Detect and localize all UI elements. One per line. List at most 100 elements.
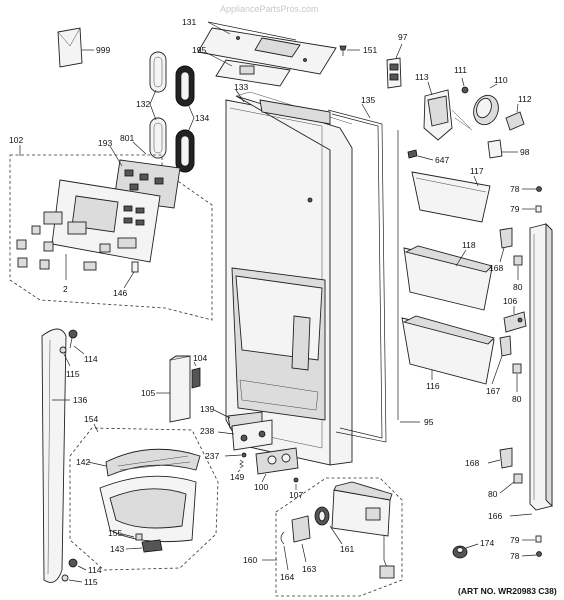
label-111: 111 [454, 65, 467, 75]
label-80-top: 80 [513, 282, 523, 292]
cover-100 [255, 447, 299, 483]
trim-132 [149, 51, 167, 159]
label-166: 166 [488, 511, 502, 521]
plug-79-bottom [522, 535, 542, 543]
door-bin-117 [411, 171, 491, 223]
screw-237 [224, 452, 247, 458]
label-100: 100 [254, 482, 268, 492]
clip-111 [461, 77, 469, 94]
button-caps [16, 211, 111, 280]
door-bin-118 [403, 245, 493, 311]
switch-104 [191, 361, 201, 389]
art-number: (ART NO. WR20983 C38) [458, 586, 557, 596]
label-131: 131 [182, 17, 196, 27]
label-999: 999 [96, 45, 110, 55]
control-board-195 [204, 51, 291, 87]
spring-149 [237, 459, 244, 473]
label-114-bottom: 114 [88, 565, 102, 575]
label-79-bottom: 79 [510, 535, 520, 545]
top-cover-131 [197, 21, 337, 75]
spring-647 [407, 149, 434, 161]
label-195: 195 [192, 45, 206, 55]
label-161: 161 [340, 544, 354, 554]
door-assembly-133 [225, 89, 353, 466]
group-boundary-102 [9, 154, 213, 321]
label-78-bottom: 78 [510, 551, 520, 561]
chute-113 [423, 81, 473, 141]
label-139: 139 [200, 404, 214, 414]
label-80-mid: 80 [512, 394, 522, 404]
label-132: 132 [136, 99, 150, 109]
bracket-98 [487, 139, 518, 159]
hinge-106 [503, 306, 527, 333]
label-155: 155 [108, 528, 122, 538]
cam-167 [491, 335, 512, 385]
label-238: 238 [200, 426, 214, 436]
label-114-top: 114 [84, 354, 98, 364]
label-118: 118 [462, 240, 476, 250]
stop-80-bottom [499, 473, 523, 494]
magnet-143 [125, 539, 163, 553]
label-136: 136 [73, 395, 87, 405]
label-174: 174 [480, 538, 494, 548]
manual-envelope-999 [57, 27, 94, 68]
switch-97 [386, 43, 403, 89]
stop-80-top [513, 255, 523, 280]
screw-78-top [522, 186, 542, 192]
label-168-top: 168 [489, 263, 503, 273]
label-79-top: 79 [510, 204, 520, 214]
mullion-166 [509, 222, 553, 517]
plug-79-top [522, 205, 542, 213]
bracket-163 [291, 515, 311, 563]
rod-95 [397, 130, 420, 423]
label-80-bottom: 80 [488, 489, 498, 499]
label-97: 97 [398, 32, 408, 42]
grille-142 [87, 448, 201, 477]
label-102: 102 [9, 135, 23, 145]
screw-114-top [68, 329, 85, 355]
label-237: 237 [205, 451, 219, 461]
label-647: 647 [435, 155, 449, 165]
control-panel-bezel [51, 179, 161, 263]
label-113: 113 [415, 72, 429, 82]
housing-238 [217, 419, 273, 451]
label-163: 163 [302, 564, 316, 574]
drip-tray [99, 475, 197, 543]
gasket-135 [327, 103, 387, 443]
label-95: 95 [424, 417, 434, 427]
screw-151 [339, 45, 360, 56]
handle-136 [41, 328, 70, 583]
label-151: 151 [363, 45, 377, 55]
label-2: 2 [63, 284, 68, 294]
label-116: 116 [426, 381, 440, 391]
label-112: 112 [518, 94, 532, 104]
trim-134 [175, 65, 195, 173]
washer-115-top [59, 346, 71, 367]
cam-168-bottom [487, 447, 513, 469]
group-boundary-154 [69, 427, 219, 571]
label-168-bottom: 168 [465, 458, 479, 468]
door-bin-116 [401, 315, 495, 385]
label-115-bottom: 115 [84, 577, 98, 587]
label-142: 142 [76, 457, 90, 467]
label-149: 149 [230, 472, 244, 482]
label-154: 154 [84, 414, 98, 424]
label-106: 106 [503, 296, 517, 306]
solenoid-112 [505, 103, 525, 131]
label-193: 193 [98, 138, 112, 148]
label-78-top: 78 [510, 184, 520, 194]
label-135: 135 [361, 95, 375, 105]
label-107: 107 [289, 490, 303, 500]
label-98: 98 [520, 147, 530, 157]
screw-107 [293, 477, 299, 490]
label-164: 164 [280, 572, 294, 582]
label-133: 133 [234, 82, 248, 92]
label-167: 167 [486, 386, 500, 396]
stop-80-mid [512, 363, 522, 392]
screw-78-bottom [521, 551, 542, 557]
auger-coupling-161 [314, 506, 343, 545]
label-104: 104 [193, 353, 207, 363]
flapper-110 [473, 83, 499, 126]
label-115-top: 115 [66, 369, 80, 379]
